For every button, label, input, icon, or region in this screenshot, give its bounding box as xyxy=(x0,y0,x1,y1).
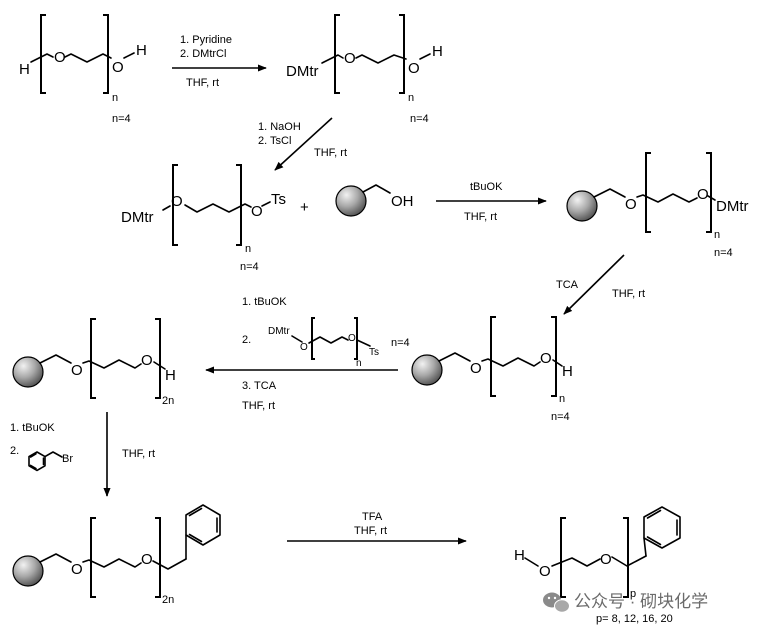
conditions: THF, rt xyxy=(314,147,347,159)
dmtr-group: DMtr xyxy=(121,209,154,226)
conditions: THF, rt xyxy=(242,400,275,412)
molecule-resin-peg-oh: O O H n n=4 xyxy=(411,316,573,423)
resin-bead-icon xyxy=(335,185,367,217)
repeat-subscript: n xyxy=(714,229,720,241)
atom-o: O xyxy=(141,551,153,568)
atom-o: O xyxy=(54,49,66,66)
reagent-step-2: 2. DMtrCl xyxy=(180,48,226,60)
resin-bead-icon xyxy=(566,190,598,222)
atom-o: O xyxy=(251,203,263,220)
repeat-subscript: n xyxy=(559,393,565,405)
reagent-benzyl-bromide: Br xyxy=(28,451,73,472)
conditions: THF, rt xyxy=(354,525,387,537)
benzene-ring-icon xyxy=(28,451,46,472)
conditions: THF, rt xyxy=(464,211,497,223)
reaction-arrow-1: 1. Pyridine 2. DMtrCl THF, rt xyxy=(172,34,267,89)
reagent-step-3: 3. TCA xyxy=(242,380,277,392)
repeat-subscript: n xyxy=(408,92,414,104)
watermark-text: 公众号 · 砌块化学 xyxy=(574,592,708,611)
atom-o: O xyxy=(300,342,308,353)
atom-o: O xyxy=(71,362,83,379)
molecule-dmtr-peg-ots: DMtr O O Ts n n=4 xyxy=(121,164,286,273)
conditions: THF, rt xyxy=(186,77,219,89)
reagent-step-1: 1. Pyridine xyxy=(180,34,232,46)
watermark: 公众号 · 砌块化学 xyxy=(543,592,708,613)
repeat-subscript: n xyxy=(356,358,362,369)
repeat-subscript: 2n xyxy=(162,395,174,407)
atom-o: O xyxy=(539,563,551,580)
n-value-label: n=4 xyxy=(112,113,131,125)
atom-h: H xyxy=(562,363,573,380)
molecule-resin-alcohol: OH xyxy=(335,184,414,217)
tosyl-group: Ts xyxy=(369,347,379,358)
reagent-step-2-number: 2. xyxy=(10,445,19,457)
reagent: tBuOK xyxy=(470,181,503,193)
repeat-subscript: n xyxy=(112,92,118,104)
atom-o: O xyxy=(112,59,124,76)
atom-o: O xyxy=(344,50,356,67)
resin-bead-icon xyxy=(12,555,44,587)
reaction-arrow-5: 1. tBuOK 2. DMtr O O Ts n n=4 3. TCA THF… xyxy=(205,296,410,412)
atom-o: O xyxy=(71,561,83,578)
atom-o: O xyxy=(697,186,709,203)
reagent: TFA xyxy=(362,511,383,523)
reagent-step-1: 1. tBuOK xyxy=(10,422,55,434)
p-value-label: p= 8, 12, 16, 20 xyxy=(596,613,673,625)
atom-o: O xyxy=(408,60,420,77)
repeat-subscript: n xyxy=(245,243,251,255)
atom-h: H xyxy=(136,42,147,59)
dmtr-group: DMtr xyxy=(268,326,290,337)
reagent-step-2: 2. TsCl xyxy=(258,135,291,147)
benzene-ring-icon xyxy=(643,506,681,549)
hydroxyl-group: OH xyxy=(391,193,414,210)
molecule-peg-diol: H O O H n n=4 xyxy=(19,14,147,125)
tosyl-group: Ts xyxy=(271,191,286,208)
atom-o: O xyxy=(470,360,482,377)
repeat-subscript: p xyxy=(630,588,636,600)
dmtr-group: DMtr xyxy=(716,198,749,215)
reaction-arrow-4: TCA THF, rt xyxy=(556,254,645,315)
repeat-subscript: 2n xyxy=(162,594,174,606)
reagent-step-2-number: 2. xyxy=(242,334,251,346)
conditions: THF, rt xyxy=(122,448,155,460)
atom-o: O xyxy=(540,350,552,367)
benzene-ring-icon xyxy=(185,504,221,546)
atom-h: H xyxy=(514,547,525,564)
n-value-label: n=4 xyxy=(551,411,570,423)
atom-o: O xyxy=(171,193,183,210)
dmtr-group: DMtr xyxy=(286,63,319,80)
reaction-arrow-6: 1. tBuOK 2. Br THF, rt xyxy=(10,412,155,497)
molecule-dmtr-peg-oh: DMtr O O H n n=4 xyxy=(286,14,443,125)
molecule-peg-benzyl-product: H O O p p= 8, 12, 16, 20 xyxy=(514,506,681,625)
reaction-arrow-7: TFA THF, rt xyxy=(287,511,467,545)
plus-sign: + xyxy=(300,199,309,216)
n-value-label: n=4 xyxy=(240,261,259,273)
molecule-resin-peg2n-benzyl: O O 2n xyxy=(12,504,221,606)
atom-o: O xyxy=(141,352,153,369)
n-value-label: n=4 xyxy=(410,113,429,125)
reagent-step-1: 1. tBuOK xyxy=(242,296,287,308)
atom-h: H xyxy=(19,61,30,78)
atom-o: O xyxy=(600,551,612,568)
n-value-label: n=4 xyxy=(391,337,410,349)
atom-h: H xyxy=(432,43,443,60)
atom-o: O xyxy=(348,333,356,344)
reaction-arrow-2: 1. NaOH 2. TsCl THF, rt xyxy=(258,117,347,171)
wechat-icon xyxy=(543,592,570,613)
conditions: THF, rt xyxy=(612,288,645,300)
n-value-label: n=4 xyxy=(714,247,733,259)
resin-bead-icon xyxy=(411,354,443,386)
reagent-step-1: 1. NaOH xyxy=(258,121,301,133)
reaction-arrow-3: tBuOK THF, rt xyxy=(436,181,547,223)
resin-bead-icon xyxy=(12,356,44,388)
reagent: TCA xyxy=(556,279,579,291)
molecule-resin-peg2n-oh: O O H 2n xyxy=(12,318,176,407)
bromine-atom: Br xyxy=(62,453,73,465)
reagent-dmtr-peg-ots: DMtr O O Ts n xyxy=(268,317,379,369)
atom-o: O xyxy=(625,196,637,213)
atom-h: H xyxy=(165,367,176,384)
molecule-resin-peg-dmtr: O O DMtr n n=4 xyxy=(566,152,749,259)
